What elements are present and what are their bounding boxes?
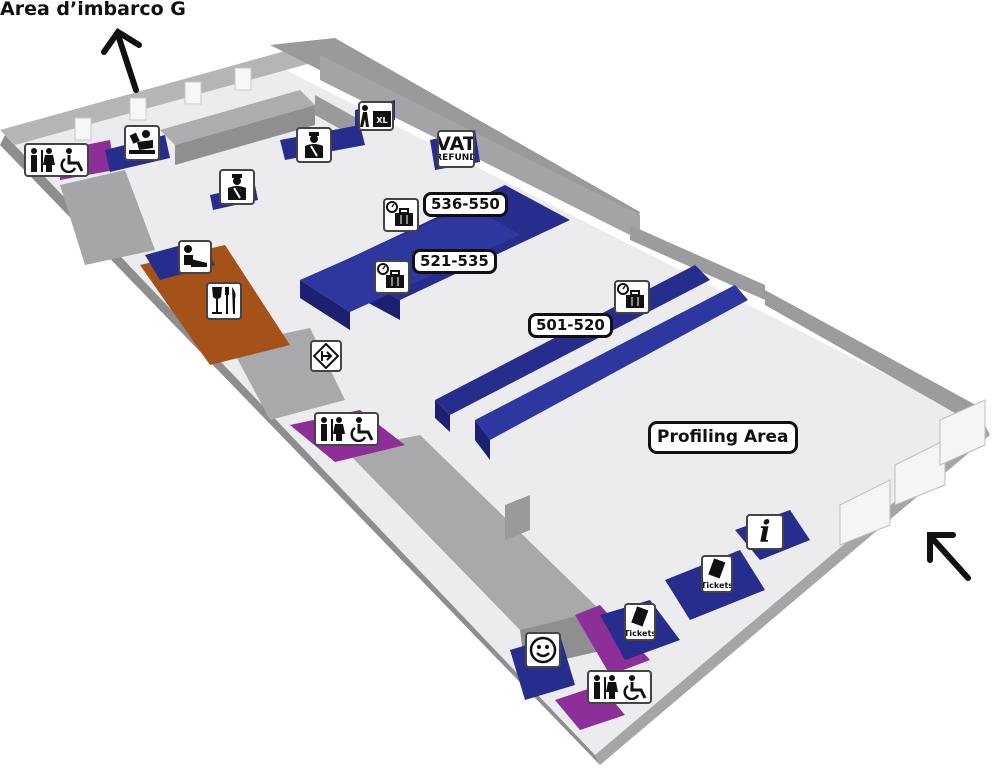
southeast-wall xyxy=(595,425,990,765)
tickets-icon xyxy=(708,558,726,579)
oversize-baggage-sign: XL xyxy=(358,101,394,131)
baggage-checkin-sign xyxy=(383,198,419,232)
window xyxy=(74,117,92,141)
checkin-island-side xyxy=(475,420,490,460)
window xyxy=(234,67,252,91)
window xyxy=(129,97,147,121)
tickets-label: Tickets xyxy=(624,629,656,638)
restroom-sign xyxy=(314,412,379,446)
baggage-checkin-icon xyxy=(386,201,413,226)
northeast-wall xyxy=(320,55,640,240)
baggage-checkin-sign xyxy=(614,280,650,314)
glass-door xyxy=(939,399,986,466)
refund-label: REFUND xyxy=(437,153,475,163)
counter-label-536-550: 536-550 xyxy=(423,192,508,217)
customs-sign xyxy=(178,240,212,274)
counter-label-521-535: 521-535 xyxy=(412,249,497,274)
arrow-icon xyxy=(101,27,142,93)
vat-refund-sign: VAT REFUND xyxy=(437,130,475,168)
restroom-icon xyxy=(593,675,646,700)
exit-icon xyxy=(313,343,339,369)
wheelchair-icon xyxy=(349,417,373,442)
security-officer-icon xyxy=(305,132,323,158)
service-block xyxy=(60,170,155,265)
exit-sign xyxy=(310,340,342,372)
wheelchair-icon xyxy=(59,148,83,173)
passport-control-sign xyxy=(124,125,160,161)
tickets-sign: Tickets xyxy=(701,555,733,593)
svg-text:XL: XL xyxy=(376,116,387,125)
east-wall-2 xyxy=(765,290,985,430)
restroom-icon xyxy=(30,148,83,173)
tickets-sign: Tickets xyxy=(624,603,656,641)
glass-door xyxy=(894,439,946,506)
security-officer-sign xyxy=(296,127,332,163)
customs-icon xyxy=(184,245,207,267)
interior-wall xyxy=(160,90,315,145)
window xyxy=(184,81,202,105)
baggage-checkin-icon xyxy=(377,263,404,288)
security-officer-icon xyxy=(228,174,246,200)
information-icon: i xyxy=(759,514,771,550)
restaurant-sign xyxy=(206,282,242,320)
passport-control-icon xyxy=(129,130,155,154)
floor-edge xyxy=(0,135,600,765)
information-sign: i xyxy=(746,514,784,550)
glass-door xyxy=(839,479,891,546)
checkin-island-521-535-side xyxy=(300,280,350,330)
security-officer-sign xyxy=(219,169,255,205)
boarding-area-title: Area d’imbarco G xyxy=(0,0,186,20)
checkin-island-side xyxy=(435,400,450,432)
profiling-area-label: Profiling Area xyxy=(648,421,798,454)
arrow-icon xyxy=(927,532,971,581)
wheelchair-icon xyxy=(622,675,646,700)
checkin-island-501-520-b xyxy=(475,285,748,440)
checkin-island-521-535 xyxy=(300,205,520,312)
smiley-icon xyxy=(529,636,557,664)
restroom-sign xyxy=(24,143,89,177)
restaurant-icon xyxy=(212,287,236,314)
restroom-sign xyxy=(587,670,652,704)
baggage-checkin-sign xyxy=(374,260,410,294)
east-wall xyxy=(630,225,765,300)
oversize-baggage-icon: XL xyxy=(360,105,391,127)
customer-service-sign xyxy=(525,632,561,668)
interior-wall xyxy=(175,105,315,165)
tickets-icon xyxy=(631,606,649,627)
restroom-icon xyxy=(320,417,373,442)
tickets-label: Tickets xyxy=(701,581,733,590)
baggage-checkin-icon xyxy=(617,283,644,308)
counter-label-501-520: 501-520 xyxy=(528,313,613,338)
vat-label: VAT xyxy=(437,133,475,155)
pillar xyxy=(505,495,530,540)
service-block xyxy=(345,435,600,630)
